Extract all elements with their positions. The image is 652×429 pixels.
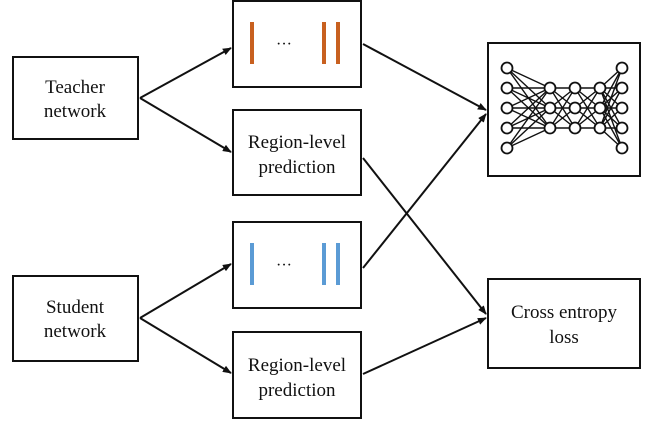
- arrow-teacher-to-features: [139, 47, 232, 99]
- teacher-feature-box: ···: [232, 0, 362, 88]
- nn-connection: [599, 67, 623, 109]
- nn-node: [615, 61, 629, 75]
- nn-node: [615, 81, 629, 95]
- nn-node: [500, 141, 514, 155]
- nn-node: [593, 121, 607, 135]
- nn-node: [500, 81, 514, 95]
- teacher-network-label-line1: Teacher: [45, 77, 106, 98]
- arrow-student-to-features: [139, 263, 232, 319]
- student-prediction-label-line2: prediction: [258, 380, 336, 401]
- arrow-student-to-prediction: [139, 317, 232, 374]
- nn-connection: [549, 87, 576, 129]
- arrow-teacher-features-to-discriminator: [362, 43, 487, 111]
- nn-connection: [506, 87, 551, 149]
- arrow-teacher-prediction-to-loss: [362, 157, 487, 315]
- nn-connection: [506, 107, 551, 149]
- student-prediction-box: Region-level prediction: [232, 331, 362, 419]
- arrow-student-features-to-discriminator: [362, 113, 487, 269]
- nn-node: [615, 141, 629, 155]
- student-network-box: Student network: [12, 275, 139, 362]
- nn-node: [543, 101, 557, 115]
- student-feature-ellipsis: ···: [276, 257, 292, 274]
- nn-node: [568, 101, 582, 115]
- nn-connection: [506, 127, 551, 149]
- cross-entropy-loss-label-line1: Cross entropy: [511, 302, 618, 323]
- nn-node: [500, 121, 514, 135]
- nn-connection: [506, 87, 551, 109]
- teacher-prediction-box: Region-level prediction: [232, 109, 362, 196]
- nn-node: [568, 81, 582, 95]
- nn-node: [615, 121, 629, 135]
- teacher-network-label-line2: network: [44, 101, 107, 122]
- nn-connection: [599, 87, 623, 129]
- nn-connection: [574, 87, 601, 129]
- teacher-feature-ellipsis: ···: [276, 36, 292, 53]
- arrow-teacher-to-prediction: [139, 97, 232, 153]
- nn-node: [593, 101, 607, 115]
- nn-node: [615, 101, 629, 115]
- nn-node: [593, 81, 607, 95]
- nn-connection: [599, 67, 623, 129]
- student-prediction-label-line1: Region-level: [248, 355, 346, 376]
- nn-connection: [506, 67, 551, 89]
- teacher-prediction-label-line2: prediction: [258, 157, 336, 178]
- neural-network-icon: [500, 61, 629, 155]
- student-network-label-line2: network: [44, 321, 107, 342]
- teacher-network-box: Teacher network: [12, 56, 139, 140]
- cross-entropy-loss-label-line2: loss: [549, 327, 579, 348]
- nn-node: [500, 61, 514, 75]
- student-network-label-line1: Student: [46, 297, 105, 318]
- cross-entropy-loss-box: Cross entropy loss: [487, 278, 641, 369]
- student-feature-box: ···: [232, 221, 362, 309]
- nn-connection: [506, 87, 551, 129]
- nn-node: [543, 121, 557, 135]
- teacher-prediction-label-line1: Region-level: [248, 132, 346, 153]
- nn-node: [568, 121, 582, 135]
- discriminator-box: [487, 42, 641, 177]
- nn-node: [543, 81, 557, 95]
- arrow-student-prediction-to-loss: [362, 317, 487, 375]
- nn-node: [500, 101, 514, 115]
